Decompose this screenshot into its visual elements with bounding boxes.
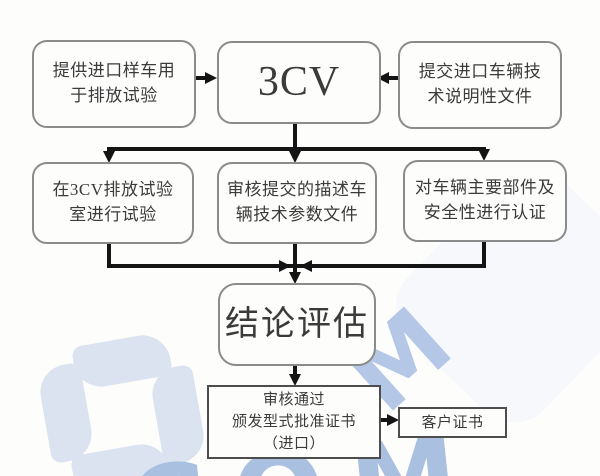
node-conclusion: 结论评估 — [218, 283, 376, 366]
connector-review-down — [293, 240, 297, 267]
arrow-to-approval-head — [289, 374, 301, 386]
node-certify-parts-line1: 对车辆主要部件及 — [415, 178, 555, 198]
node-certify-parts: 对车辆主要部件及 安全性进行认证 — [403, 160, 567, 242]
connector-labtest-down — [107, 240, 111, 267]
arrow-supply-to-3cv-head — [205, 72, 217, 84]
connector-3cv-down — [293, 120, 297, 150]
node-review-params: 审核提交的描述车 辆技术参数文件 — [217, 162, 377, 244]
node-lab-test-line2: 室进行试验 — [69, 205, 157, 224]
watermark-logo-petal-right — [147, 363, 209, 467]
node-approval-line2: 颁发型式批准证书 — [231, 414, 356, 430]
arrow-supply-to-3cv-line — [192, 76, 206, 80]
node-certify-parts-line2: 安全性进行认证 — [423, 203, 547, 222]
node-lab-test: 在3CV排放试验 室进行试验 — [32, 162, 194, 244]
node-supply-sample: 提供进口样车用 于排放试验 — [32, 40, 196, 128]
connector-converge-down — [293, 266, 297, 274]
watermark-logo-petal-left — [35, 361, 97, 465]
node-3cv: 3CV — [217, 41, 381, 124]
node-review-params-line1: 审核提交的描述车 — [227, 180, 367, 200]
arrow-drop-center-head — [289, 151, 301, 163]
node-approval-line3: （进口） — [262, 436, 325, 452]
connector-certify-down — [482, 238, 486, 267]
watermark-logo-petal-bottom — [69, 439, 173, 476]
node-approval-line1: 审核通过 — [262, 392, 325, 408]
node-submit-docs-line1: 提交进口车辆技 — [418, 62, 542, 82]
node-lab-test-line1: 在3CV排放试验 — [52, 180, 174, 200]
node-customer-cert: 客户证书 — [398, 407, 507, 438]
node-submit-docs: 提交进口车辆技 术说明性文件 — [398, 41, 562, 129]
watermark-logo-petal-top — [70, 330, 174, 392]
node-conclusion-label: 结论评估 — [225, 305, 369, 343]
node-review-params-line2: 辆技术参数文件 — [235, 205, 359, 224]
arrow-converge-left-head — [300, 260, 312, 272]
node-supply-sample-line2: 于排放试验 — [70, 86, 158, 105]
node-supply-sample-line1: 提供进口样车用 — [52, 61, 176, 81]
node-submit-docs-line2: 术说明性文件 — [427, 87, 533, 106]
connector-conclusion-down — [293, 362, 297, 376]
arrow-submit-to-3cv-line — [389, 76, 403, 80]
node-3cv-label: 3CV — [257, 59, 341, 106]
arrow-drop-left-head — [103, 151, 115, 163]
node-customer-cert-label: 客户证书 — [421, 414, 484, 431]
arrow-converge-right-head — [279, 260, 291, 272]
node-approval-cert: 审核通过 颁发型式批准证书 （进口） — [207, 385, 381, 459]
arrow-to-conclusion-head — [289, 272, 301, 284]
